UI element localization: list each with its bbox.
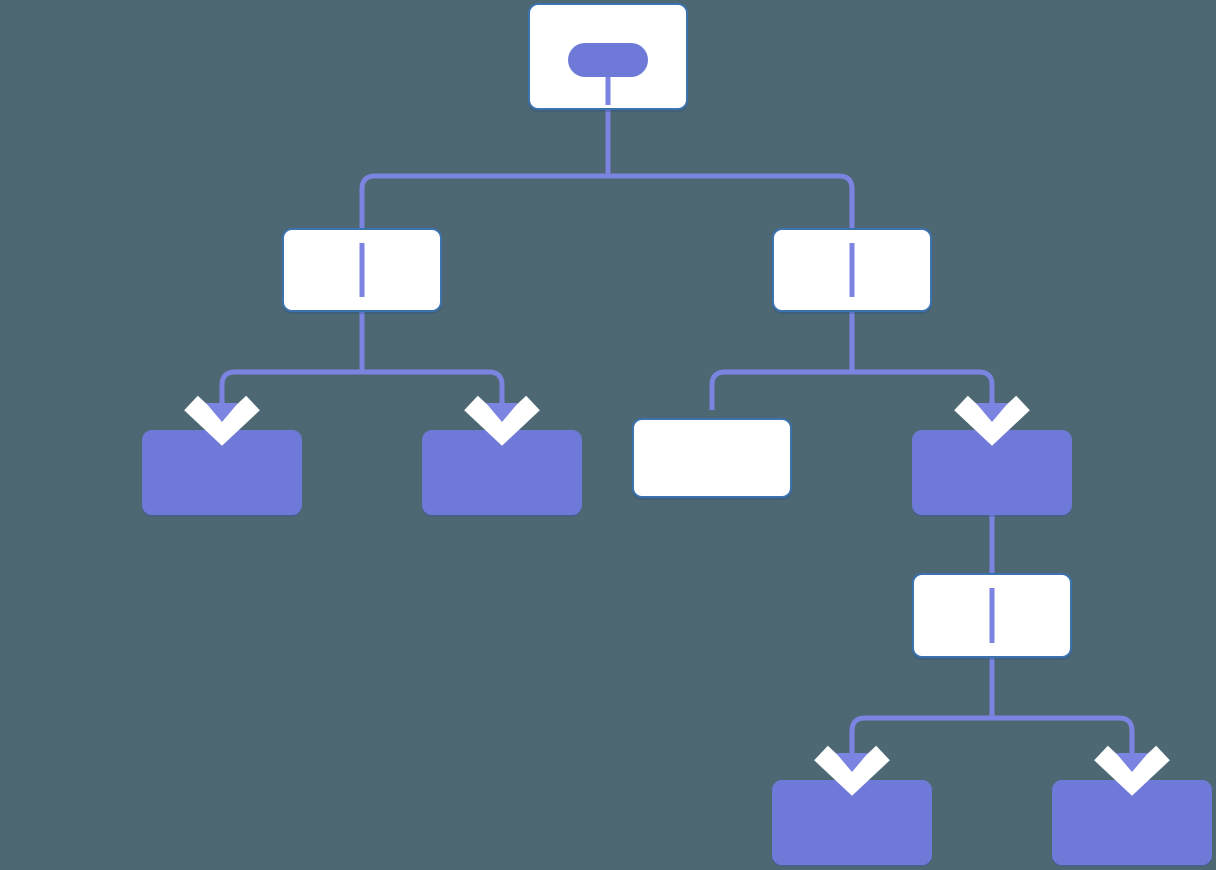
node-l3[interactable] — [912, 573, 1072, 658]
node-l2-c[interactable] — [632, 418, 792, 498]
node-l4-left[interactable] — [772, 780, 932, 865]
node-l2-d[interactable] — [912, 430, 1072, 515]
node-l1-left[interactable] — [282, 228, 442, 312]
node-l2-a[interactable] — [142, 430, 302, 515]
node-l2-b[interactable] — [422, 430, 582, 515]
node-l1-right[interactable] — [772, 228, 932, 312]
node-root-badge — [568, 43, 648, 77]
node-l4-right[interactable] — [1052, 780, 1212, 865]
